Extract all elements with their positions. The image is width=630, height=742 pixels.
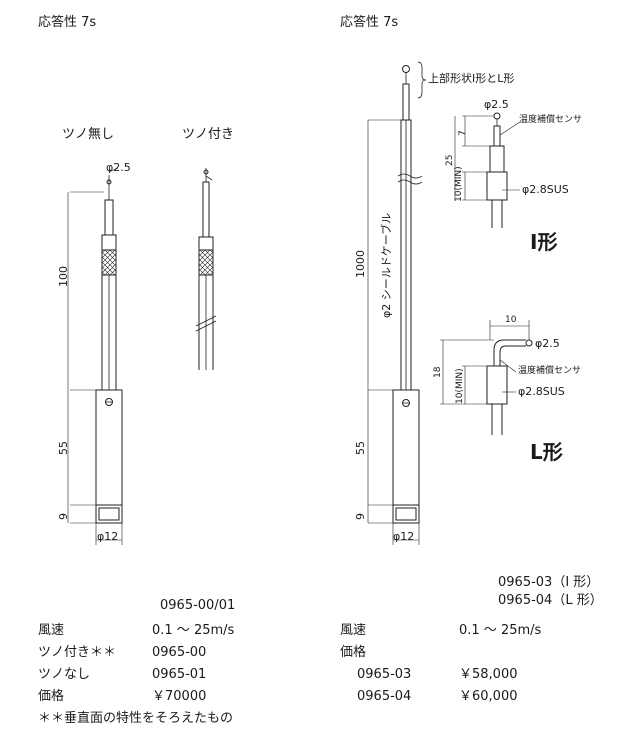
footnote: ＊＊垂直面の特性をそろえたもの [38,711,234,726]
cable-label: φ2 シールドケーブル [380,212,393,318]
l-type-dim-10: 10 [505,315,517,325]
right-model-number: 0965-04（L 形） [498,593,603,608]
l-type-dim-10min: 10(MIN) [455,368,465,404]
i-type-dim-7: 7 [458,130,468,136]
spec-label: 0965-04 [357,689,412,704]
spec-value: ￥70000 [152,689,207,704]
spec-value: 0965-00 [152,645,207,660]
spec-label: 風速 [38,623,65,638]
spec-label: ツノなし [38,667,91,682]
spec-label: 風速 [340,623,367,638]
left-heading: 応答性 7s [38,15,97,30]
right-model-number: 0965-03（I 形） [498,575,600,590]
l-type-dim-18: 18 [433,366,443,378]
dim-cap-length: 9 [354,513,367,520]
top-shape-note: 上部形状I形とL形 [428,72,515,85]
left-model-number: 0965-00/01 [160,598,236,613]
i-type-phi-sus: φ2.8SUS [522,183,569,196]
spec-label: 価格 [340,645,367,660]
i-type-dim-10min: 10(MIN) [454,166,464,202]
spec-value: 0.1 ～ 25m/s [459,623,542,638]
dim-body-diameter: φ12 [97,530,119,543]
dimension-lines-right [367,119,420,545]
spec-value: 0.1 ～ 25m/s [152,623,235,638]
i-type-dim-25: 25 [445,154,455,166]
variant-with-horn-label: ツノ付き [182,127,235,142]
right-heading: 応答性 7s [340,15,399,30]
spec-label: ツノ付き＊＊ [38,645,117,660]
dim-cable-length: 1000 [354,250,367,278]
spec-value: ￥58,000 [459,667,518,682]
i-type-sensor-label: 温度補償センサ [519,115,583,125]
probe-with-horn [195,168,217,370]
l-type-sensor-label: 温度補償センサ [518,366,582,376]
variant-no-horn-label: ツノ無し [62,127,115,142]
dim-cap-length: 9 [57,513,70,520]
l-type-detail [440,320,533,435]
probe-long [392,61,427,524]
l-type-title: L形 [530,440,563,464]
spec-value: ￥60,000 [459,689,518,704]
dim-phi-tip: φ2.5 [106,161,131,174]
l-type-phi-sus: φ2.8SUS [518,385,565,398]
i-type-title: I形 [530,230,558,254]
spec-label: 価格 [38,689,65,704]
l-type-phi-tip: φ2.5 [535,337,560,350]
dim-body-length: 55 [354,441,367,455]
spec-label: 0965-03 [357,667,412,682]
dim-body-diameter: φ12 [393,530,415,543]
i-type-detail [454,112,521,228]
dim-probe-length: 100 [57,266,70,287]
spec-value: 0965-01 [152,667,207,682]
probe-no-horn [95,175,123,524]
i-type-phi-tip: φ2.5 [484,98,509,111]
dim-body-length: 55 [57,441,70,455]
dimension-lines-left [67,167,123,545]
